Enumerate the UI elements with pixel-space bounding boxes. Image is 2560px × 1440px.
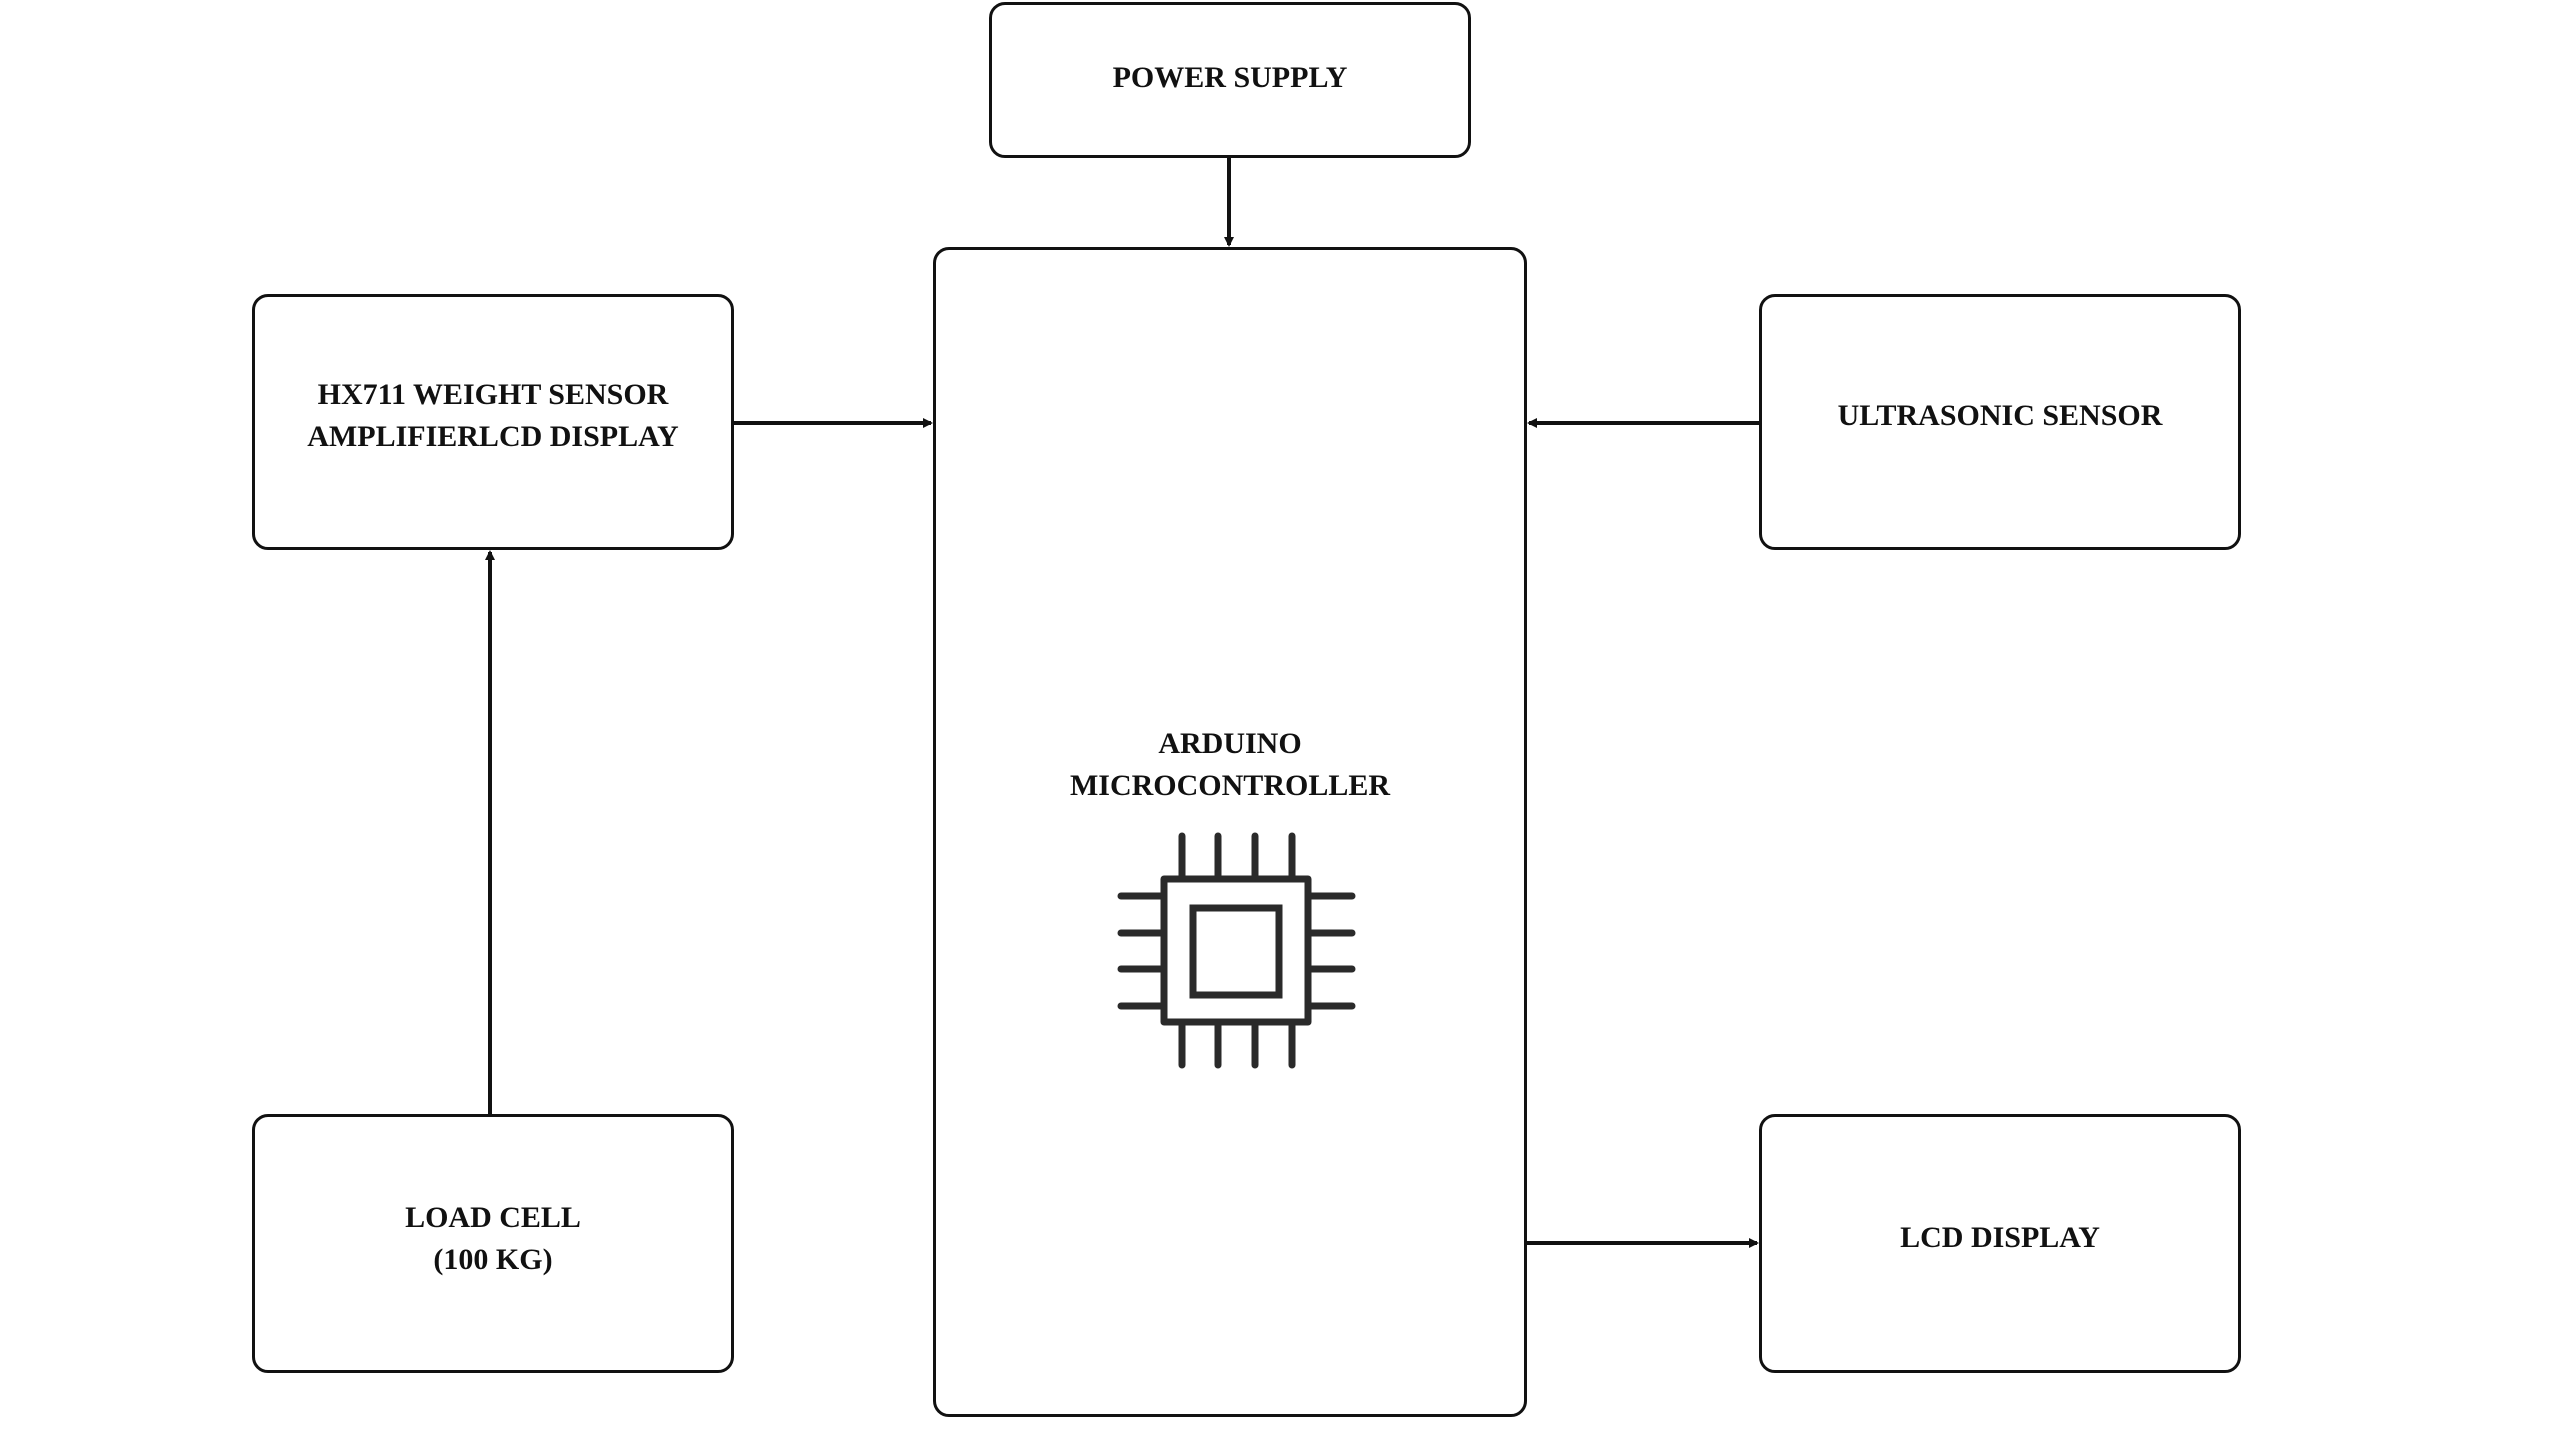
lcd-display-label: LCD DISPLAY [1900, 1220, 2100, 1254]
chip-body [1160, 875, 1312, 1026]
load-cell-block: LOAD CELL (100 KG) [252, 1114, 734, 1373]
microcontroller-label-line2: MICROCONTROLLER [1069, 769, 1391, 802]
power-supply-block: POWER SUPPLY [989, 2, 1471, 158]
chip-core [1189, 904, 1283, 999]
chip-pins-bottom [1178, 1021, 1296, 1069]
chip-pins-top [1178, 832, 1296, 880]
microcontroller-title: ARDUINO MICROCONTROLLER [936, 723, 1524, 807]
hx711-amplifier-block: HX711 WEIGHT SENSOR AMPLIFIERLCD DISPLAY [252, 294, 734, 550]
microcontroller-label-line1: ARDUINO [1158, 727, 1302, 760]
load-cell-label-line1: LOAD CELL [405, 1200, 581, 1234]
load-cell-label-line2: (100 KG) [433, 1242, 553, 1276]
ultrasonic-sensor-block: ULTRASONIC SENSOR [1759, 294, 2241, 550]
hx711-label-line2: AMPLIFIERLCD DISPLAY [307, 420, 679, 453]
arduino-microcontroller-block: ARDUINO MICROCONTROLLER [933, 247, 1527, 1417]
power-supply-label: POWER SUPPLY [1112, 61, 1348, 94]
ultrasonic-label: ULTRASONIC SENSOR [1837, 399, 2163, 432]
lcd-display-block: LCD DISPLAY [1759, 1114, 2241, 1373]
chip-pins-left [1117, 892, 1165, 1010]
chip-pins-right [1307, 892, 1356, 1010]
hx711-label-line1: HX711 WEIGHT SENSOR [317, 378, 669, 411]
